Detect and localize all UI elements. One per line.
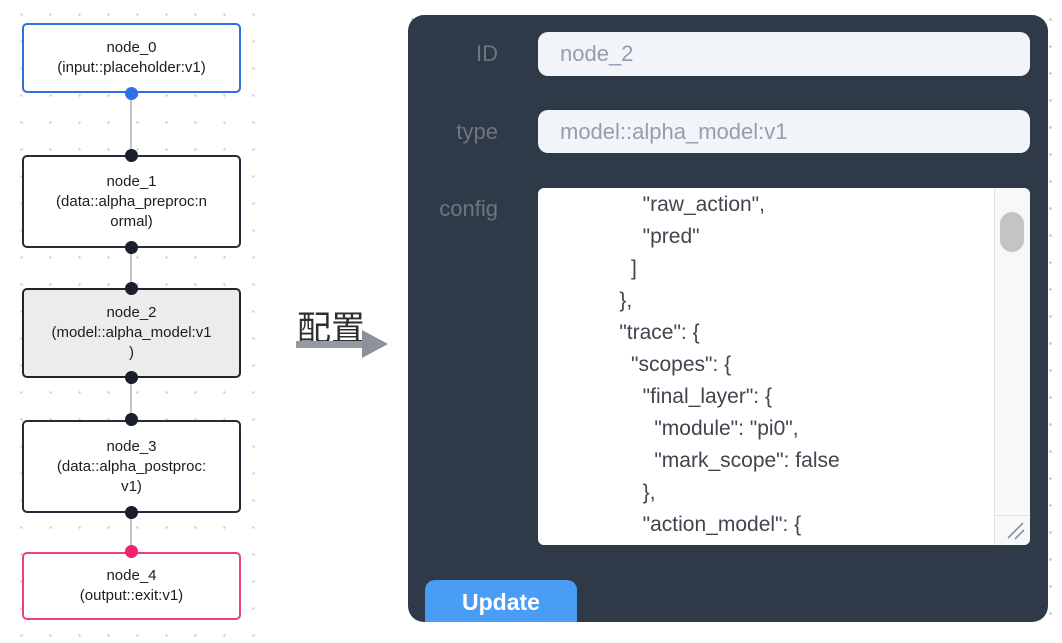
edge-node2-node3 <box>130 378 132 420</box>
config-textarea[interactable]: "raw_action", "pred" ] }, "trace": { "sc… <box>538 188 1030 545</box>
flow-node-node_2-selected[interactable]: node_2 (model::alpha_model:v1 ) <box>22 288 241 378</box>
arrow-right-icon <box>296 341 364 348</box>
flow-node-node_1[interactable]: node_1 (data::alpha_preproc:n ormal) <box>22 155 241 248</box>
edge-node3-node4 <box>130 513 132 552</box>
type-field-label: type <box>456 119 498 144</box>
edge-node0-node1 <box>130 93 132 155</box>
node-type: ormal) <box>110 212 153 230</box>
connection-handle-node3-in[interactable] <box>125 413 138 426</box>
node-type: v1) <box>121 477 142 495</box>
connection-handle-node1-in[interactable] <box>125 149 138 162</box>
connection-handle-node0-out[interactable] <box>125 87 138 100</box>
id-field-label: ID <box>476 41 498 66</box>
config-field-label: config <box>439 196 498 221</box>
config-json-text[interactable]: "raw_action", "pred" ] }, "trace": { "sc… <box>619 193 840 536</box>
edge-node1-node2 <box>130 248 132 288</box>
connection-handle-node2-in[interactable] <box>125 282 138 295</box>
node-title: node_2 <box>106 304 157 321</box>
scrollbar-corner <box>995 515 1030 545</box>
node-title: node_3 <box>106 437 157 455</box>
connection-handle-node3-out[interactable] <box>125 506 138 519</box>
type-input[interactable] <box>538 110 1030 153</box>
node-title: node_1 <box>106 172 157 190</box>
update-button[interactable]: Update <box>425 580 577 622</box>
node-title: node_4 <box>106 567 157 584</box>
node-config-panel: ID type config "raw_action", "pred" ] },… <box>408 15 1048 622</box>
arrow-right-head-icon <box>362 330 388 358</box>
flow-node-node_4[interactable]: node_4 (output::exit:v1) <box>22 552 241 620</box>
node-type: (data::alpha_preproc:n <box>56 192 207 210</box>
connection-handle-node1-out[interactable] <box>125 241 138 254</box>
node-type: (data::alpha_postproc: <box>56 457 207 475</box>
node-type: (model::alpha_model:v1 <box>51 324 212 341</box>
resize-grip-icon[interactable] <box>1005 520 1027 542</box>
node-type: (input::placeholder:v1) <box>57 59 206 76</box>
config-scrollbar-track[interactable] <box>994 188 1030 545</box>
id-input[interactable] <box>538 32 1030 76</box>
node-title: node_0 <box>106 39 157 56</box>
flow-node-node_3[interactable]: node_3 (data::alpha_postproc: v1) <box>22 420 241 513</box>
node-type: ) <box>129 344 134 361</box>
scrollbar-thumb[interactable] <box>1000 212 1024 252</box>
node-type: (output::exit:v1) <box>79 587 184 604</box>
flow-node-node_0[interactable]: node_0 (input::placeholder:v1) <box>22 23 241 93</box>
connection-handle-node2-out[interactable] <box>125 371 138 384</box>
connection-handle-node4-in[interactable] <box>125 545 138 558</box>
